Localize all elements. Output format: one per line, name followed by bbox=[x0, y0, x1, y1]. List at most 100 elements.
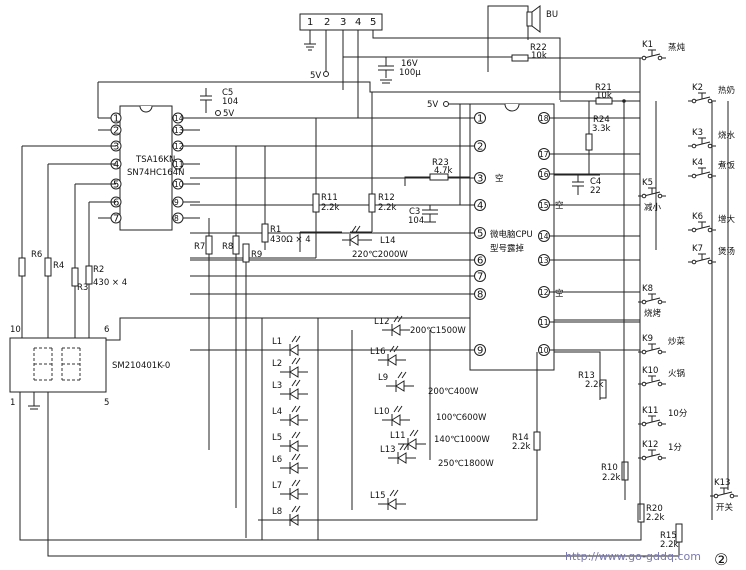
led-label: L4 bbox=[272, 407, 282, 417]
c5-name: C5 bbox=[222, 88, 233, 98]
led-symbol bbox=[289, 462, 299, 474]
vcc-terminal bbox=[323, 71, 329, 77]
cpu-pin-circle bbox=[474, 288, 486, 300]
r15-value: 2.2k bbox=[660, 540, 679, 550]
connector-pin-3: 3 bbox=[340, 17, 346, 28]
resistor-r24: R24 3.3k bbox=[554, 101, 611, 176]
c3-value: 104 bbox=[408, 216, 424, 226]
r8-name: R8 bbox=[222, 242, 233, 252]
r13-name: R13 bbox=[578, 371, 595, 381]
r15-name: R15 bbox=[660, 531, 677, 541]
ic-left-pin-number: 13 bbox=[174, 126, 184, 135]
r12-value: 2.2k bbox=[378, 203, 397, 213]
r21-value: 10k bbox=[596, 91, 612, 101]
cpu-pin-number: 6 bbox=[477, 256, 483, 267]
resistor-r11: R11 2.2k bbox=[190, 118, 340, 259]
watermark: http://www.go-gddq.com bbox=[565, 550, 701, 563]
key-id: K1 bbox=[642, 40, 653, 50]
r23-value: 4.7k bbox=[434, 166, 453, 176]
c4-value: 22 bbox=[590, 186, 601, 196]
r12-body bbox=[368, 193, 376, 213]
key-label: 10分 bbox=[668, 409, 688, 419]
key-label: 煲汤 bbox=[718, 246, 735, 257]
r11-body bbox=[312, 193, 320, 213]
power-label: 200℃1500W bbox=[410, 326, 466, 336]
key-label: 烧水 bbox=[718, 130, 736, 141]
key-id: K7 bbox=[692, 244, 703, 254]
ic-left-pin-number: 3 bbox=[113, 142, 119, 153]
r24-value: 3.3k bbox=[592, 124, 611, 134]
cpu-nc-2: 空 bbox=[555, 288, 564, 299]
vcc-terminal-3 bbox=[443, 101, 449, 107]
cpu-pin-circle bbox=[474, 254, 486, 266]
power-2000w: 220℃2000W bbox=[352, 250, 408, 260]
display-pin-6: 6 bbox=[104, 325, 109, 335]
key-k11[interactable]: K11 10分 bbox=[638, 406, 688, 427]
key-id: K13 bbox=[714, 478, 730, 488]
led-symbol bbox=[289, 344, 299, 356]
led-label: L10 bbox=[374, 407, 390, 417]
key-k7[interactable]: K7 煲汤 bbox=[688, 244, 735, 265]
ic-left-notch bbox=[139, 105, 153, 113]
led-label: L2 bbox=[272, 359, 282, 369]
cpu-pin-circle bbox=[538, 316, 550, 328]
cpu-line2: 型号露掉 bbox=[490, 243, 525, 254]
led-label: L8 bbox=[272, 507, 282, 517]
led-label: L7 bbox=[272, 481, 282, 491]
resistor-r1: R1 430Ω × 4 bbox=[261, 146, 311, 250]
led-l14: L14 220℃2000W bbox=[342, 225, 408, 260]
display-pin-10: 10 bbox=[10, 325, 21, 335]
led-label: L13 bbox=[380, 445, 396, 455]
led-symbol bbox=[407, 438, 417, 450]
key-id: K3 bbox=[692, 128, 703, 138]
cpu-pin-circle bbox=[474, 199, 486, 211]
cpu-pin-circle bbox=[474, 140, 486, 152]
resistor-r8: R8 bbox=[222, 146, 240, 508]
cpu-pin-circle bbox=[538, 148, 550, 160]
key-id: K8 bbox=[642, 284, 653, 294]
connector-pin-2: 2 bbox=[324, 17, 330, 28]
key-id: K10 bbox=[642, 366, 658, 376]
cpu-pin-number: 10 bbox=[539, 346, 549, 355]
r9-body bbox=[242, 243, 250, 263]
ic-left-pin-number: 10 bbox=[174, 180, 184, 189]
ic-left-pin-number: 8 bbox=[174, 214, 179, 223]
key-k3[interactable]: K3 烧水 bbox=[688, 128, 736, 149]
cpu-pin-circle bbox=[538, 344, 550, 356]
cpu-pin-number: 12 bbox=[539, 288, 549, 297]
led-symbol bbox=[395, 380, 405, 392]
r10-name: R10 bbox=[601, 463, 618, 473]
ic-left-pin-number: 12 bbox=[174, 142, 184, 151]
led-symbol bbox=[289, 440, 299, 452]
cpu-pin-number: 9 bbox=[477, 346, 483, 357]
display-pin-5: 5 bbox=[104, 398, 109, 408]
vcc-label-3: 5V bbox=[427, 100, 438, 110]
ic-left-line1: TSA16KN bbox=[135, 155, 175, 165]
seven-seg-display: 10 6 1 5 SM210401K-0 bbox=[9, 325, 170, 410]
cpu-pin-number: 14 bbox=[539, 232, 549, 241]
resistor-r12: R12 2.2k bbox=[350, 92, 397, 233]
key-id: K11 bbox=[642, 406, 658, 416]
resistor-r4: R4 bbox=[44, 163, 116, 340]
vcc-label-2: 5V bbox=[223, 109, 234, 119]
led-label: L6 bbox=[272, 455, 282, 465]
cpu-line1: 微电脑CPU bbox=[490, 229, 533, 240]
key-label: 煮饭 bbox=[718, 160, 736, 171]
led-label: L11 bbox=[390, 431, 406, 441]
led-symbol bbox=[289, 366, 299, 378]
cpu-pin-number: 16 bbox=[539, 170, 549, 179]
r1-name: R1 bbox=[270, 225, 281, 235]
key-label: 1分 bbox=[668, 443, 682, 453]
